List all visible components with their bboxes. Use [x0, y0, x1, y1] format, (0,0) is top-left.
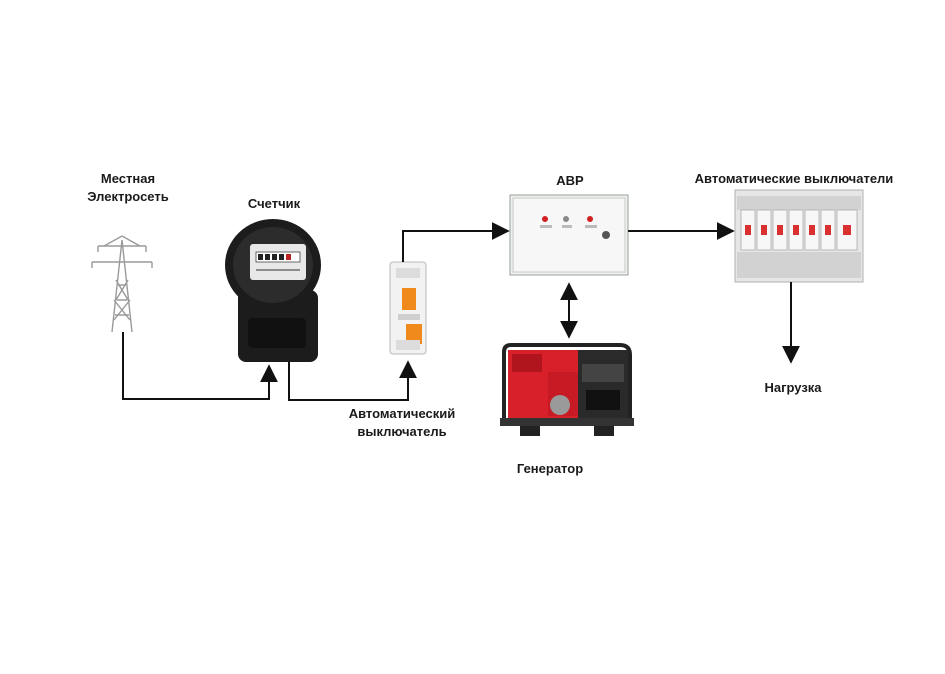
- electric-meter-icon: [225, 219, 321, 362]
- connector-breaker-to-ats: [402, 222, 510, 262]
- breaker-label-line1: Автоматический: [348, 406, 456, 421]
- power-tower-icon: [91, 235, 153, 333]
- meter-label: Счетчик: [247, 196, 301, 211]
- breaker-label-line2: выключатель: [357, 424, 447, 439]
- circuit-breaker-icon: [389, 261, 427, 355]
- load-label: Нагрузка: [764, 380, 822, 395]
- breaker-panel-icon: [734, 189, 864, 283]
- connection-lines: [122, 222, 800, 401]
- generator-label: Генератор: [516, 461, 584, 476]
- ats-label: АВР: [556, 173, 584, 188]
- local-grid-label-line1: Местная: [100, 171, 156, 186]
- generator-icon: [500, 343, 634, 436]
- breaker-label: Автоматический выключатель: [338, 405, 466, 441]
- connector-meter-to-breaker: [288, 360, 417, 401]
- ats-cabinet-icon: [509, 194, 629, 276]
- local-grid-label-line2: Электросеть: [87, 189, 169, 204]
- breakers-label: Автоматические выключатели: [694, 171, 894, 186]
- local-grid-label: Местная Электросеть: [78, 170, 178, 206]
- connector-grid-to-meter: [122, 332, 278, 400]
